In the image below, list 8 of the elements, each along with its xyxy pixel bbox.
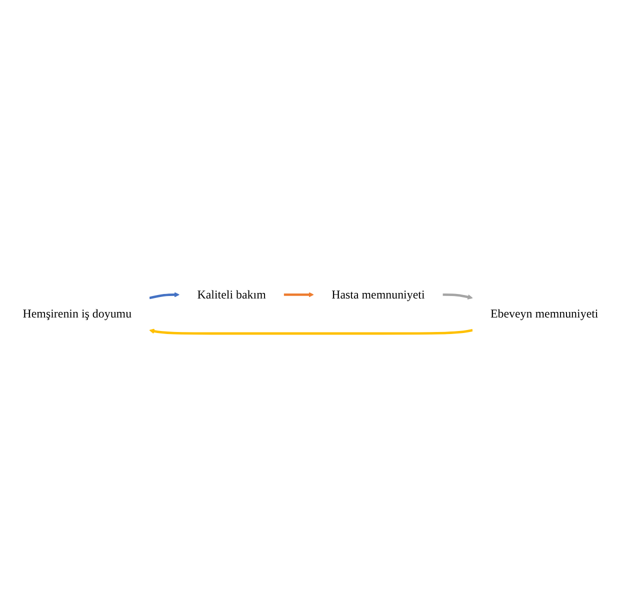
- arrow: [442, 293, 473, 300]
- arrow: [284, 292, 314, 298]
- node-text: Kaliteli bakım: [197, 288, 266, 302]
- node-text: Hasta memnuniyeti: [332, 288, 425, 302]
- arrow: [149, 292, 180, 300]
- node-text: Ebeveyn memnuniyeti: [490, 307, 598, 321]
- node-text: Hemşirenin iş doyumu: [22, 307, 132, 321]
- arrow: [149, 328, 473, 335]
